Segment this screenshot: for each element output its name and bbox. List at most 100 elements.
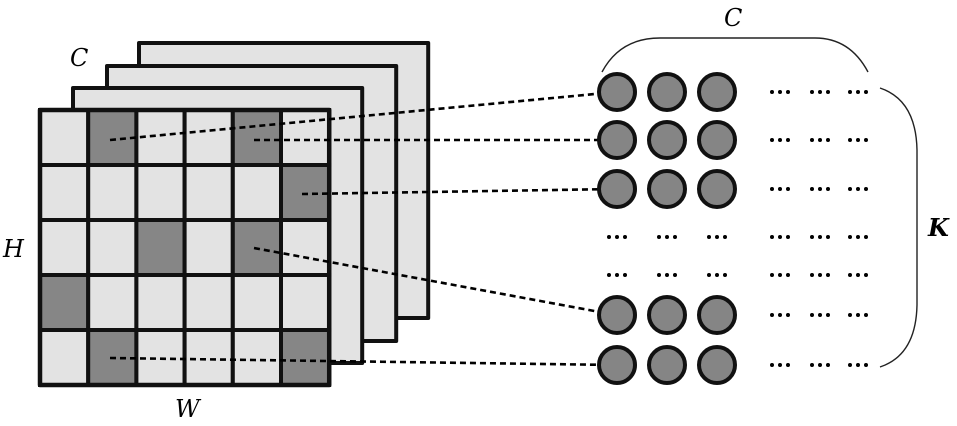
- ellipsis: [770, 235, 790, 239]
- ellipsis: [848, 273, 868, 277]
- grid-cell: [182, 218, 235, 277]
- ellipsis-dot: [856, 187, 860, 191]
- mapping-arrow: [109, 356, 618, 370]
- ellipsis-dot: [778, 313, 782, 317]
- node-circle: [597, 120, 637, 160]
- ellipsis-dot: [810, 313, 814, 317]
- ellipsis-dot: [848, 90, 852, 94]
- ellipsis: [770, 90, 790, 94]
- ellipsis-dot: [856, 273, 860, 277]
- node-circle: [647, 345, 687, 385]
- grid-cell-selected: [134, 218, 187, 277]
- ellipsis-dot: [715, 235, 719, 239]
- grid-cell: [86, 218, 139, 277]
- ellipsis-dot: [864, 313, 868, 317]
- ellipsis-dot: [856, 90, 860, 94]
- ellipsis-dot: [826, 273, 830, 277]
- ellipsis-dot: [848, 313, 852, 317]
- ellipsis-dot: [715, 273, 719, 277]
- ellipsis-dot: [607, 273, 611, 277]
- ellipsis-dot: [770, 273, 774, 277]
- label-height: H: [2, 235, 25, 263]
- ellipsis-dot: [778, 273, 782, 277]
- ellipsis-dot: [818, 235, 822, 239]
- grid-cell-selected: [86, 108, 139, 167]
- ellipsis-dot: [826, 313, 830, 317]
- ellipsis-dot: [818, 273, 822, 277]
- grid-cell: [230, 163, 284, 222]
- ellipsis-dot: [778, 90, 782, 94]
- ellipsis-dot: [856, 313, 860, 317]
- ellipsis-dot: [810, 138, 814, 142]
- grid-cell: [279, 218, 332, 277]
- ellipsis-dot: [864, 90, 868, 94]
- ellipsis-dot: [856, 235, 860, 239]
- node-circle: [597, 345, 637, 385]
- grid-cell: [182, 108, 235, 167]
- ellipsis: [848, 313, 868, 317]
- ellipsis-dot: [665, 235, 669, 239]
- ellipsis: [707, 235, 727, 239]
- ellipsis-dot: [810, 235, 814, 239]
- ellipsis: [848, 187, 868, 191]
- ellipsis: [848, 138, 868, 142]
- ellipsis-dot: [607, 235, 611, 239]
- ellipsis-dot: [786, 138, 790, 142]
- feature-map-border: [37, 107, 332, 388]
- node-circle: [647, 120, 687, 160]
- ellipsis-dot: [615, 235, 619, 239]
- ellipsis-dot: [810, 363, 814, 367]
- node-circle: [597, 72, 637, 112]
- ellipsis-dot: [818, 363, 822, 367]
- node-circle: [697, 345, 737, 385]
- ellipsis-dot: [723, 273, 727, 277]
- grid-cell-selected: [38, 273, 91, 332]
- node-circle: [647, 169, 687, 209]
- ellipsis-dot: [864, 273, 868, 277]
- mapping-arrow: [109, 87, 618, 142]
- grid-cell: [230, 273, 284, 332]
- grid-cell: [182, 328, 235, 387]
- ellipsis-dot: [778, 138, 782, 142]
- ellipsis-dot: [848, 187, 852, 191]
- ellipsis-dot: [856, 363, 860, 367]
- label-width: W: [175, 395, 202, 423]
- ellipsis-dot: [657, 235, 661, 239]
- ellipsis: [810, 235, 830, 239]
- ellipsis-dot: [778, 235, 782, 239]
- ellipsis-dot: [623, 273, 627, 277]
- ellipsis: [770, 138, 790, 142]
- node-matrix: [597, 72, 868, 385]
- ellipsis-dot: [770, 138, 774, 142]
- ellipsis-dot: [826, 187, 830, 191]
- ellipsis-dot: [856, 138, 860, 142]
- grid-cell: [38, 108, 91, 167]
- ellipsis: [810, 138, 830, 142]
- ellipsis-dot: [864, 138, 868, 142]
- label-channels-right: C: [724, 4, 742, 32]
- ellipsis-dot: [818, 313, 822, 317]
- grid-cell-selected: [230, 108, 284, 167]
- ellipsis-dot: [864, 235, 868, 239]
- ellipsis-dot: [786, 187, 790, 191]
- ellipsis-dot: [786, 313, 790, 317]
- node-circle: [697, 72, 737, 112]
- ellipsis-dot: [723, 235, 727, 239]
- ellipsis: [607, 273, 627, 277]
- ellipsis-dot: [770, 313, 774, 317]
- ellipsis-dot: [615, 273, 619, 277]
- ellipsis-dot: [810, 187, 814, 191]
- ellipsis-dot: [673, 235, 677, 239]
- ellipsis: [657, 273, 677, 277]
- grid-cell: [279, 108, 332, 167]
- ellipsis-dot: [770, 90, 774, 94]
- ellipsis-dot: [623, 235, 627, 239]
- ellipsis-dot: [673, 273, 677, 277]
- ellipsis-dot: [786, 90, 790, 94]
- ellipsis-dot: [826, 138, 830, 142]
- grid-cell: [38, 163, 91, 222]
- label-kernels: K: [927, 213, 950, 242]
- ellipsis: [770, 187, 790, 191]
- node-circle: [647, 295, 687, 335]
- grid-cell: [134, 163, 187, 222]
